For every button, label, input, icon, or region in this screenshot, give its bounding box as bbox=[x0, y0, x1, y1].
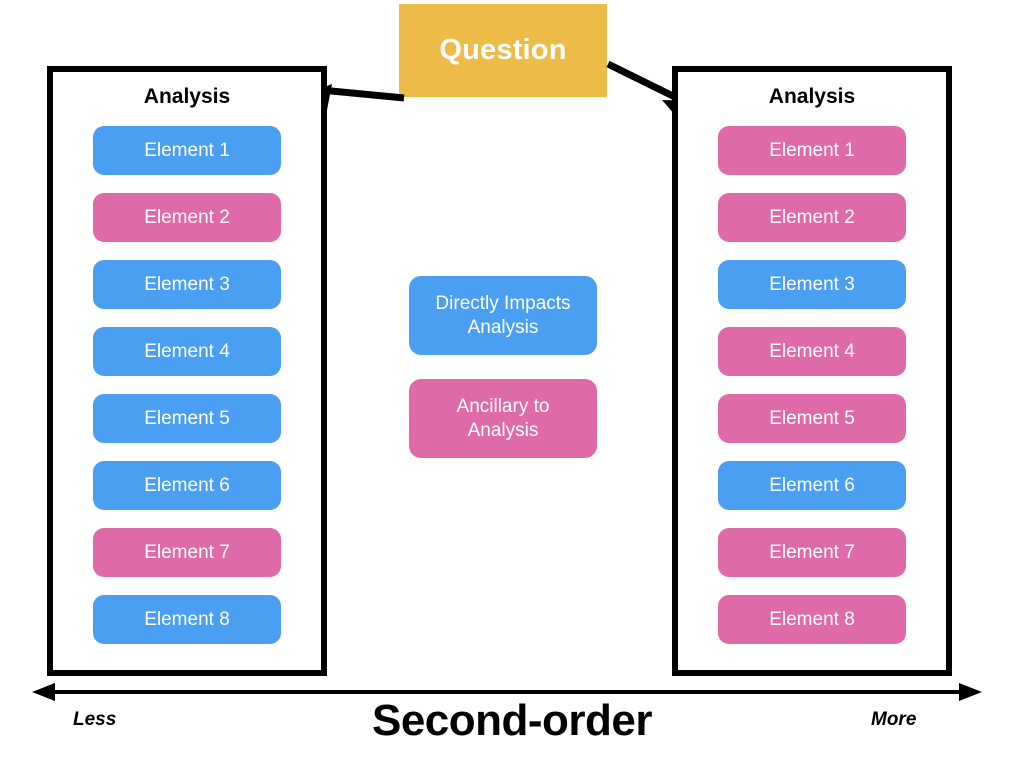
legend-label-line1: Ancillary to bbox=[456, 395, 550, 417]
element-label: Element 7 bbox=[769, 541, 855, 563]
element-label: Element 5 bbox=[144, 407, 230, 429]
element-pill[interactable]: Element 8 bbox=[93, 595, 281, 644]
element-pill[interactable]: Element 6 bbox=[93, 461, 281, 510]
element-label: Element 7 bbox=[144, 541, 230, 563]
element-pill[interactable]: Element 1 bbox=[93, 126, 281, 175]
element-pill[interactable]: Element 7 bbox=[718, 528, 906, 577]
legend: Directly Impacts Analysis Ancillary to A… bbox=[409, 276, 597, 458]
element-list-left: Element 1 Element 2 Element 3 Element 4 Elem… bbox=[53, 126, 321, 644]
element-label: Element 1 bbox=[144, 139, 230, 161]
element-pill[interactable]: Element 3 bbox=[93, 260, 281, 309]
legend-label-line2: Analysis bbox=[467, 316, 539, 338]
element-pill[interactable]: Element 2 bbox=[93, 193, 281, 242]
element-label: Element 2 bbox=[769, 206, 855, 228]
panel-title-right: Analysis bbox=[768, 85, 856, 108]
element-list-right: Element 1 Element 2 Element 3 Element 4 Elem… bbox=[678, 126, 946, 644]
element-pill[interactable]: Element 8 bbox=[718, 595, 906, 644]
element-label: Element 5 bbox=[769, 407, 855, 429]
element-label: Element 6 bbox=[144, 474, 230, 496]
question-box[interactable]: Question bbox=[399, 4, 607, 97]
element-pill[interactable]: Element 7 bbox=[93, 528, 281, 577]
element-pill[interactable]: Element 2 bbox=[718, 193, 906, 242]
element-pill[interactable]: Element 5 bbox=[718, 394, 906, 443]
legend-label-line2: Analysis bbox=[467, 419, 539, 441]
element-label: Element 8 bbox=[769, 608, 855, 630]
legend-label-line1: Directly Impacts bbox=[435, 292, 571, 314]
element-pill[interactable]: Element 1 bbox=[718, 126, 906, 175]
axis-title: Second-order bbox=[371, 696, 653, 745]
axis-label-less: Less bbox=[73, 709, 117, 730]
element-pill[interactable]: Element 6 bbox=[718, 461, 906, 510]
element-label: Element 4 bbox=[769, 340, 855, 362]
panel-title-left: Analysis bbox=[143, 85, 231, 108]
element-pill[interactable]: Element 5 bbox=[93, 394, 281, 443]
element-pill[interactable]: Element 4 bbox=[93, 327, 281, 376]
element-label: Element 2 bbox=[144, 206, 230, 228]
element-label: Element 3 bbox=[144, 273, 230, 295]
element-label: Element 3 bbox=[769, 273, 855, 295]
element-label: Element 4 bbox=[144, 340, 230, 362]
element-label: Element 8 bbox=[144, 608, 230, 630]
element-pill[interactable]: Element 3 bbox=[718, 260, 906, 309]
legend-item-ancillary-to-analysis[interactable]: Ancillary to Analysis bbox=[409, 379, 597, 458]
axis-label-more: More bbox=[871, 709, 917, 730]
element-label: Element 1 bbox=[769, 139, 855, 161]
question-label: Question bbox=[439, 34, 567, 66]
legend-item-directly-impacts-analysis[interactable]: Directly Impacts Analysis bbox=[409, 276, 597, 355]
element-label: Element 6 bbox=[769, 474, 855, 496]
element-pill[interactable]: Element 4 bbox=[718, 327, 906, 376]
